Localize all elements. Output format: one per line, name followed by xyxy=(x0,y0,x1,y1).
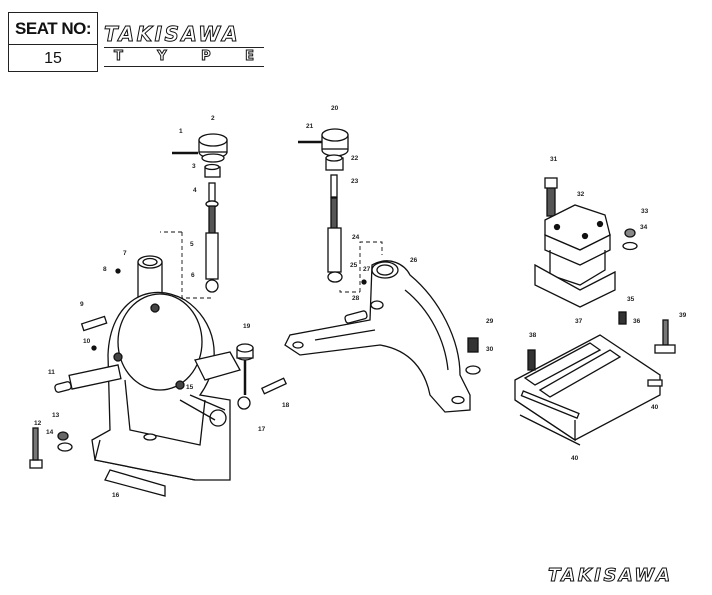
brand-logo-bottom: TAKISAWA xyxy=(548,565,673,587)
part-label: 26 xyxy=(410,257,418,264)
part-label: 15 xyxy=(186,384,194,391)
part-label: 30 xyxy=(486,346,494,353)
part-label: 40 xyxy=(571,455,579,462)
part-label: 18 xyxy=(282,402,290,409)
part-label: 28 xyxy=(352,295,360,302)
ring-housing xyxy=(68,255,241,497)
part-label: 32 xyxy=(577,191,585,198)
part-label: 33 xyxy=(641,208,649,215)
part-label: 14 xyxy=(46,429,54,436)
seat-label: SEAT NO: xyxy=(9,13,97,45)
part-label: 7 xyxy=(123,250,127,257)
middle-clamp-assembly xyxy=(298,128,383,293)
part-label: 2 xyxy=(211,115,215,122)
divider xyxy=(104,47,264,48)
part-label: 17 xyxy=(258,426,266,433)
part-label: 12 xyxy=(34,420,42,427)
part-label: 3 xyxy=(192,163,196,170)
part-label: 11 xyxy=(48,369,55,376)
part-label: 20 xyxy=(331,105,339,112)
part-label: 29 xyxy=(486,318,494,325)
type-row: T Y P E xyxy=(104,49,264,65)
part-label: 22 xyxy=(351,155,359,162)
part-label: 5 xyxy=(190,241,194,248)
part-label: 40 xyxy=(651,404,659,411)
part-label: 31 xyxy=(550,156,558,163)
part-label: 6 xyxy=(191,272,195,279)
part-label: 1 xyxy=(179,128,183,135)
part-label: 9 xyxy=(80,301,84,308)
middle-arm xyxy=(284,260,481,413)
part-label: 19 xyxy=(243,323,251,330)
part-label: 37 xyxy=(575,318,583,325)
part-label: 36 xyxy=(633,318,641,325)
part-label: 35 xyxy=(627,296,635,303)
type-letter: P xyxy=(201,49,211,65)
seat-number-box: SEAT NO: 15 xyxy=(8,12,98,72)
left-clamp-assembly xyxy=(160,133,228,299)
brand-logo-top: TAKISAWA xyxy=(103,22,241,47)
part-label: 34 xyxy=(640,224,648,231)
loose-parts-left xyxy=(29,268,288,469)
part-label: 38 xyxy=(529,332,537,339)
type-letter: Y xyxy=(157,49,167,65)
slide-assembly xyxy=(514,311,676,446)
part-label: 39 xyxy=(679,312,687,319)
type-letter: T xyxy=(114,49,124,65)
part-label: 25 xyxy=(350,262,358,269)
part-label: 8 xyxy=(103,266,107,273)
divider xyxy=(104,66,264,67)
tool-block xyxy=(534,177,638,308)
part-label: 23 xyxy=(351,178,359,185)
seat-number: 15 xyxy=(44,50,62,67)
part-label: 4 xyxy=(193,187,197,194)
part-label: 27 xyxy=(363,266,371,273)
part-label: 16 xyxy=(112,492,120,499)
part-label: 10 xyxy=(83,338,91,345)
part-label: 24 xyxy=(352,234,360,241)
part-label: 21 xyxy=(306,123,314,130)
part-label: 13 xyxy=(52,412,60,419)
type-letter: E xyxy=(245,49,255,65)
